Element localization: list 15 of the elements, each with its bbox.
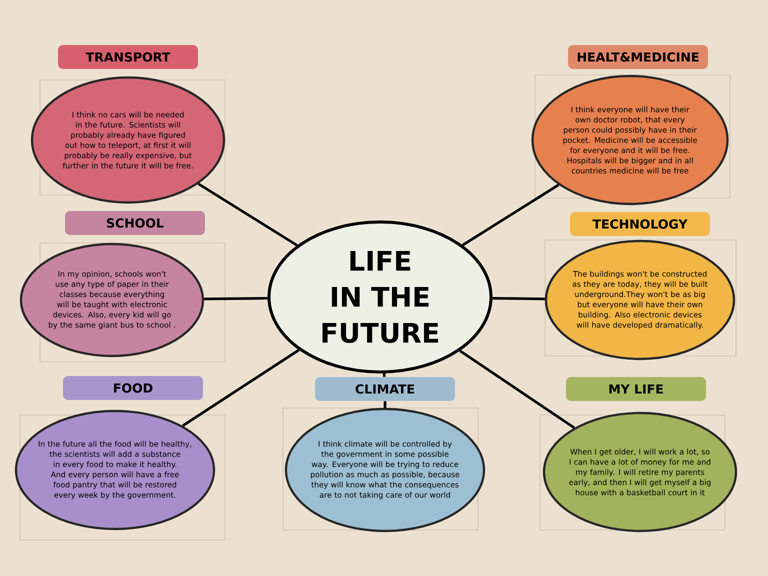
heading-banner: SCHOOL (65, 211, 205, 235)
heading-banner: CLIMATE (315, 377, 455, 401)
heading-banner: TECHNOLOGY (570, 212, 710, 236)
heading-banner: MY LIFE (566, 377, 706, 401)
connector-line (462, 184, 560, 246)
connector-line (492, 297, 545, 300)
connector-line (198, 182, 298, 246)
connector-line (384, 401, 386, 408)
connector-line (182, 348, 300, 427)
heading-banner: FOOD (63, 376, 203, 400)
heading-banner: TRANSPORT (58, 45, 198, 69)
connector-line (459, 350, 575, 429)
connector-line (382, 373, 386, 377)
connector-line (204, 296, 268, 300)
heading-banner: HEALT&MEDICINE (568, 45, 708, 69)
